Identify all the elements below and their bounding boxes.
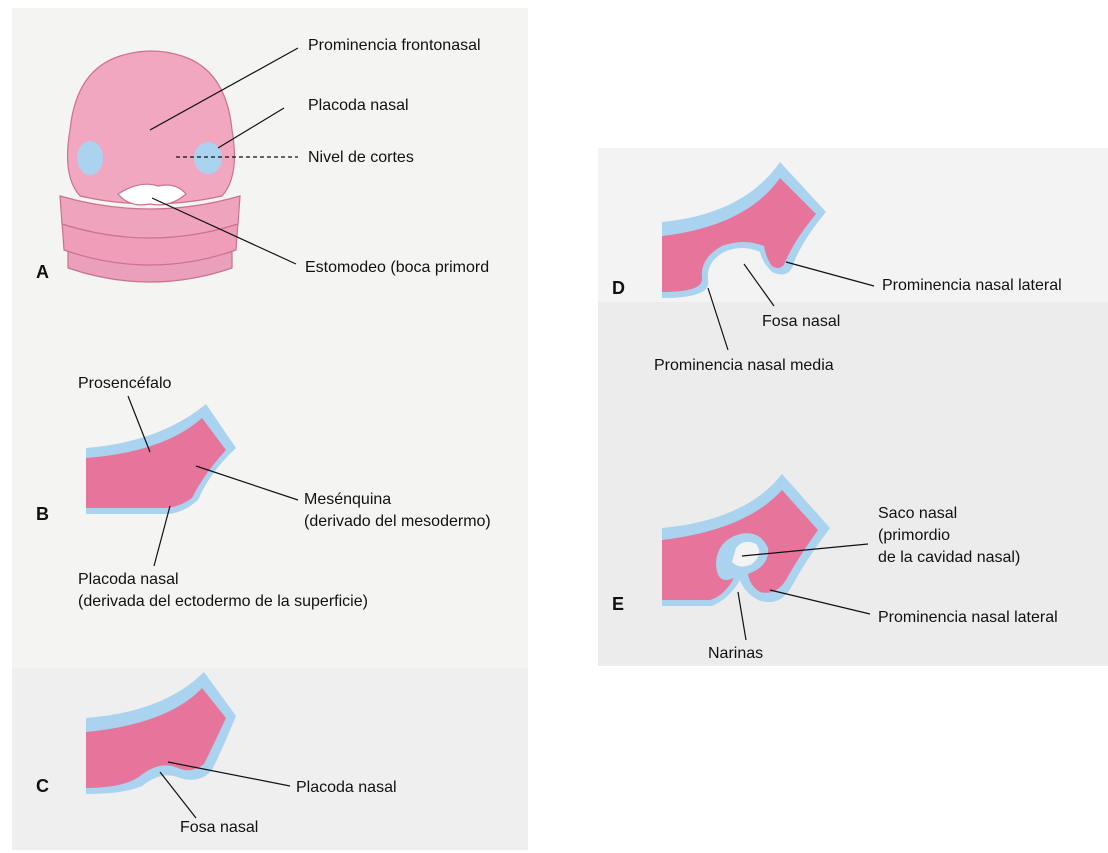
label-saco-e-2: (primordio — [878, 527, 950, 544]
label-nivel: Nivel de cortes — [308, 149, 414, 166]
placode-right — [194, 142, 222, 174]
panel-e-letter: E — [612, 594, 624, 614]
label-saco-e-3: de la cavidad nasal) — [878, 549, 1020, 566]
label-fosa-c: Fosa nasal — [180, 819, 258, 836]
label-placoda-b-1: Placoda nasal — [78, 571, 179, 588]
embryo-head — [60, 51, 240, 282]
label-placoda-b-2: (derivada del ectodermo de la superficie… — [78, 593, 368, 610]
label-prosencefalo: Prosencéfalo — [78, 375, 171, 392]
label-frontonasal: Prominencia frontonasal — [308, 37, 481, 54]
placode-left — [77, 141, 103, 175]
label-mesenquina-1: Mesénquina — [304, 491, 391, 508]
leader-lateral-d — [786, 262, 874, 286]
label-narinas: Narinas — [708, 645, 763, 662]
panel-d-letter: D — [612, 278, 625, 298]
label-saco-e-1: Saco nasal — [878, 505, 957, 522]
label-estomodeo: Estomodeo (boca primord — [305, 259, 489, 276]
label-mesenquina-2: (derivado del mesodermo) — [304, 513, 491, 530]
label-lateral-d: Prominencia nasal lateral — [882, 277, 1062, 294]
panel-a-letter: A — [36, 262, 49, 282]
label-lateral-e: Prominencia nasal lateral — [878, 609, 1058, 626]
label-media-d: Prominencia nasal media — [654, 357, 834, 374]
label-placoda-c: Placoda nasal — [296, 779, 397, 796]
section-b-mesenchyme — [86, 418, 226, 508]
panel-a: A Prominencia frontonasal Placoda nasal … — [36, 37, 489, 282]
frontonasal-prominence — [68, 51, 235, 204]
leader-media-d — [708, 288, 728, 350]
label-placoda-a: Placoda nasal — [308, 97, 409, 114]
leader-mesenquina — [196, 466, 298, 500]
leader-fosa-d — [744, 264, 774, 306]
panel-e: E Saco nasal (primordio de la cavidad na… — [612, 474, 1058, 662]
panel-c: C Placoda nasal Fosa nasal — [36, 672, 397, 836]
panel-b-letter: B — [36, 504, 49, 524]
leader-placoda-b — [154, 506, 170, 566]
leader-narinas — [738, 592, 746, 640]
panel-b: B Prosencéfalo Mesénquina (derivado del … — [36, 375, 491, 610]
panel-d: D Prominencia nasal lateral Fosa nasal P… — [612, 162, 1062, 374]
section-d-mesenchyme — [662, 178, 816, 292]
label-fosa-d: Fosa nasal — [762, 313, 840, 330]
leader-lateral-e — [770, 590, 870, 614]
panel-c-letter: C — [36, 776, 49, 796]
